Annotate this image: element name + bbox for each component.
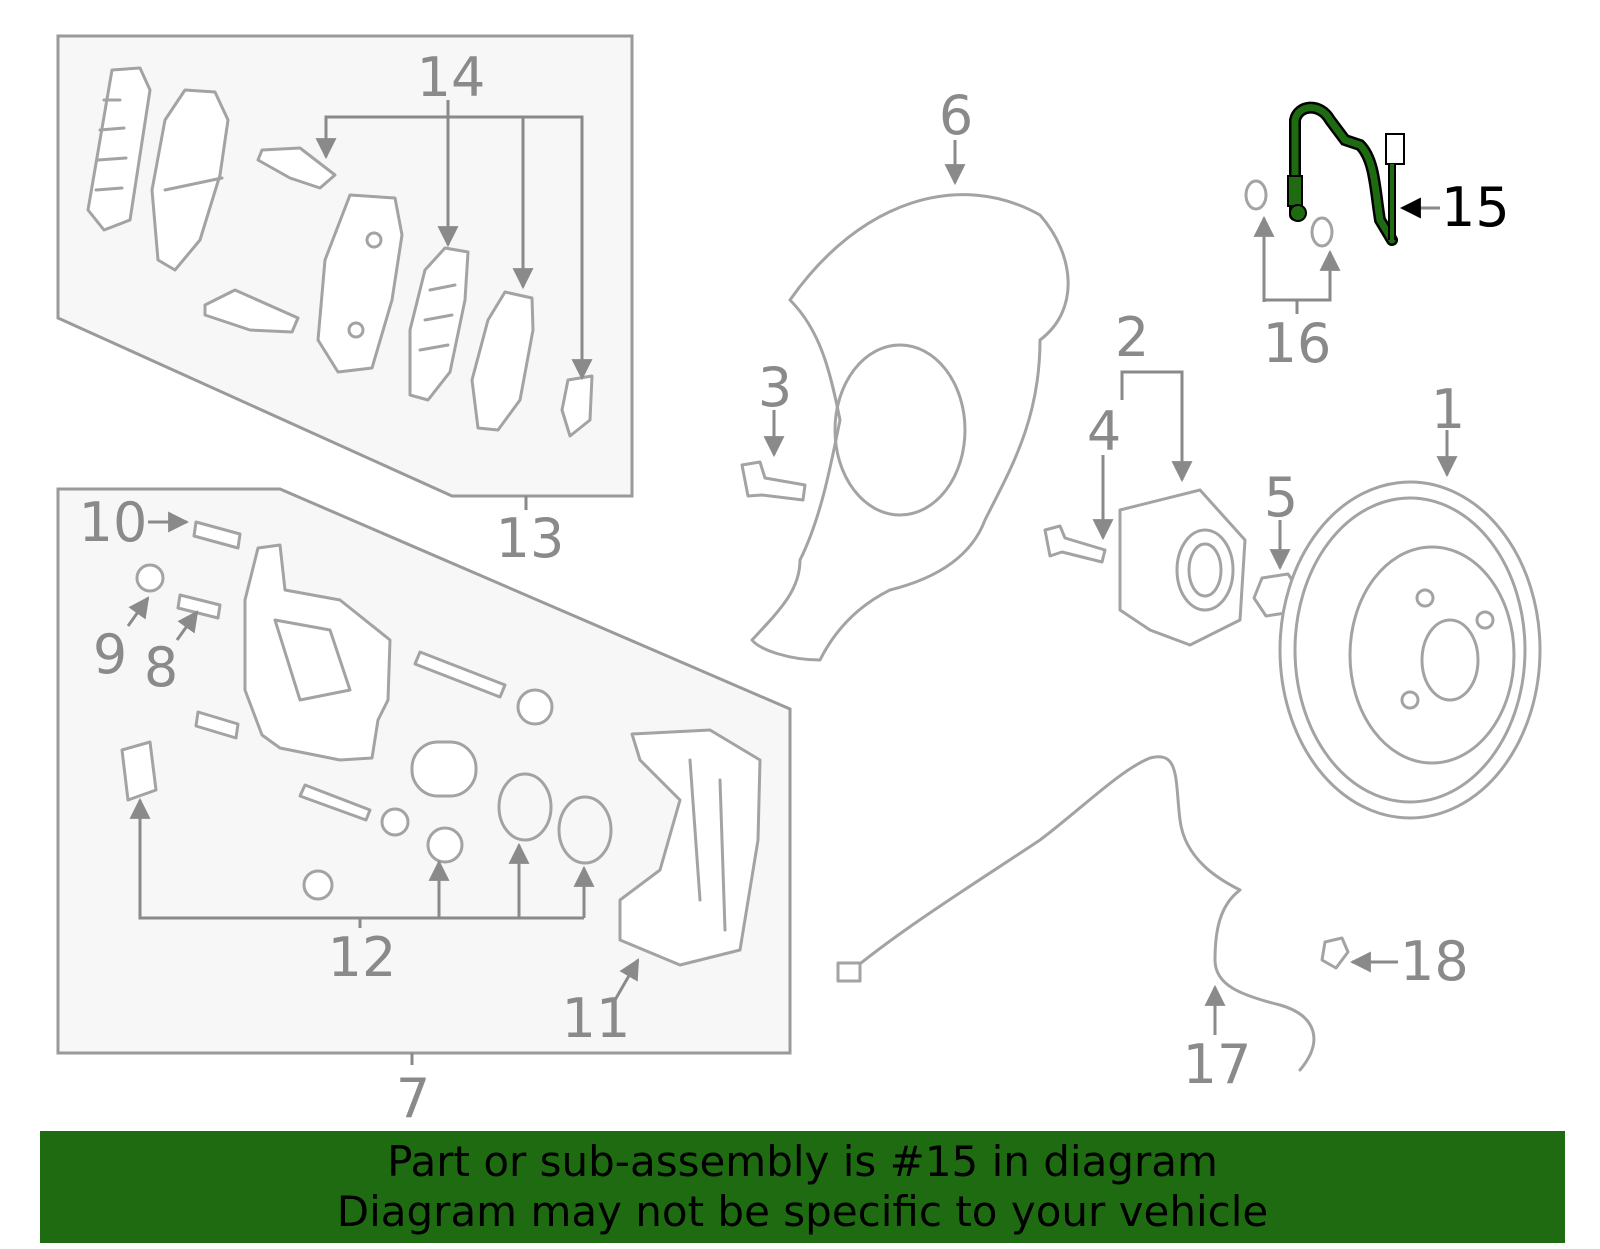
- caliper-illustration: [120, 520, 762, 967]
- abs-sensor-illustration: [848, 755, 1316, 1072]
- callout-13: 13: [496, 507, 565, 570]
- callout-10: 10: [79, 491, 148, 554]
- callout-15: 15: [1441, 176, 1510, 239]
- brake-pads-illustration: [86, 66, 594, 438]
- callout-16: 16: [1263, 312, 1332, 375]
- bolt-3-illustration: [740, 460, 807, 502]
- callout-9: 9: [93, 623, 127, 686]
- hub-illustration: [1118, 488, 1247, 647]
- callout-17: 17: [1183, 1033, 1252, 1096]
- washer-icon: [1310, 216, 1334, 248]
- banner-line-1: Part or sub-assembly is #15 in diagram: [387, 1137, 1218, 1186]
- callout-4: 4: [1087, 400, 1121, 463]
- bolt-18-illustration: [1320, 936, 1350, 970]
- washer-icon: [1244, 179, 1268, 211]
- leader-lines: [126, 100, 1458, 1065]
- abs-connector: [836, 961, 862, 983]
- callout-1: 1: [1431, 378, 1465, 441]
- callout-8: 8: [144, 636, 178, 699]
- callout-6: 6: [939, 84, 973, 147]
- brake-hose-illustration: [1287, 101, 1405, 246]
- part-notice-banner: Part or sub-assembly is #15 in diagram D…: [40, 1131, 1565, 1243]
- callout-11: 11: [562, 987, 631, 1050]
- callout-2: 2: [1115, 306, 1149, 369]
- wheel-stud-illustration: [1043, 524, 1107, 564]
- callout-5: 5: [1264, 466, 1298, 529]
- rotor-illustration: [1278, 480, 1542, 820]
- banner-line-2: Diagram may not be specific to your vehi…: [336, 1187, 1269, 1236]
- callout-14: 14: [417, 46, 486, 109]
- dust-shield-hole: [833, 343, 967, 517]
- callout-12: 12: [328, 926, 397, 989]
- callout-7: 7: [396, 1067, 430, 1130]
- dust-shield-illustration: [750, 193, 1070, 662]
- callout-3: 3: [758, 356, 792, 419]
- callout-18: 18: [1400, 930, 1469, 993]
